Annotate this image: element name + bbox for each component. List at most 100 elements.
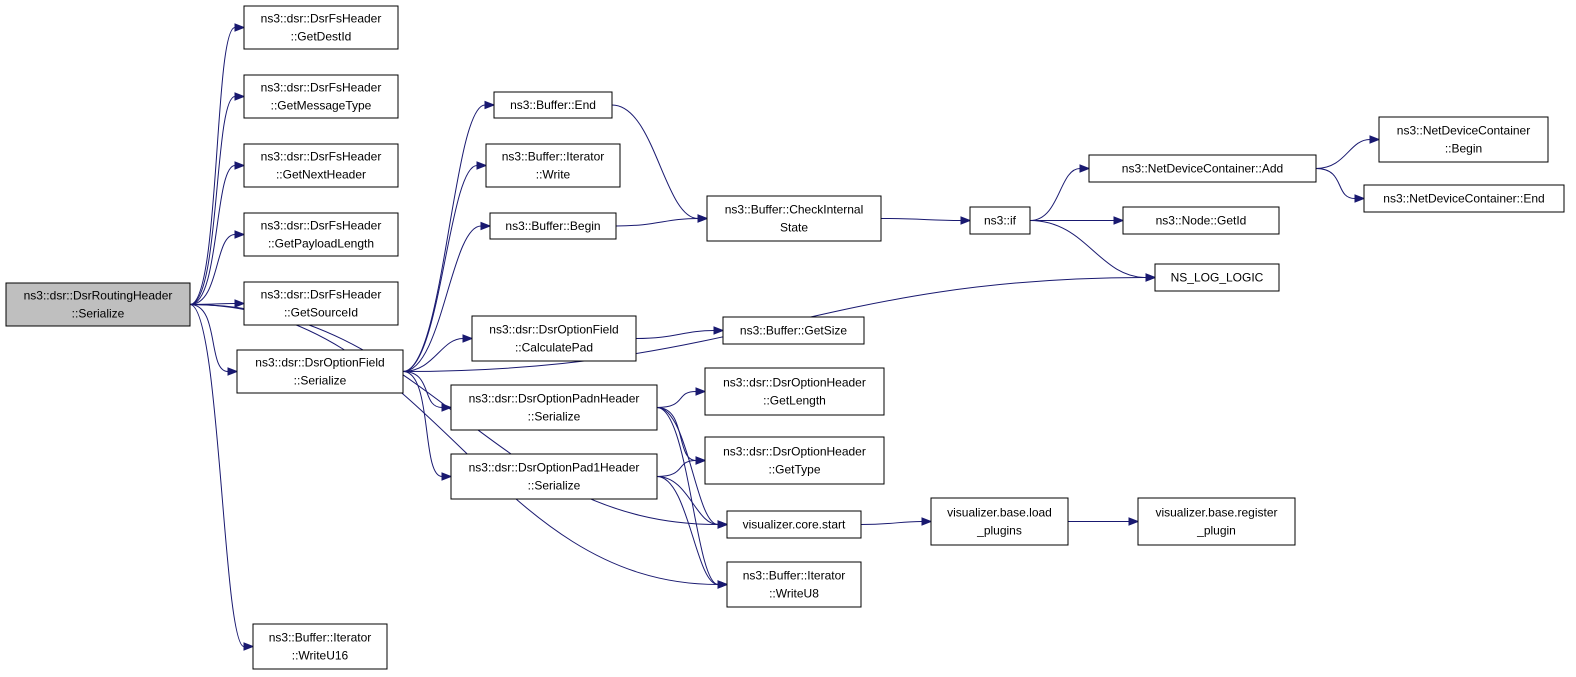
graph-node-writeu8[interactable]: ns3::Buffer::Iterator::WriteU8 [726, 561, 862, 608]
graph-node-root[interactable]: ns3::dsr::DsrRoutingHeader::Serialize [5, 282, 191, 327]
node-box [930, 497, 1069, 546]
node-box [1122, 206, 1280, 235]
arrowhead [480, 221, 492, 231]
node-label-line: ::Write [536, 168, 571, 182]
graph-node-getmessagetype[interactable]: ns3::dsr::DsrFsHeader::GetMessageType [243, 74, 399, 119]
node-label-line: ns3::Buffer::Iterator [269, 631, 372, 645]
graph-node-getlength[interactable]: ns3::dsr::DsrOptionHeader::GetLength [704, 367, 885, 416]
graph-node-log-logic[interactable]: NS_LOG_LOGIC [1154, 263, 1280, 292]
graph-node-pad1-serialize[interactable]: ns3::dsr::DsrOptionPad1Header::Serialize [450, 453, 658, 500]
node-box [1378, 116, 1549, 163]
edge-line [189, 304, 245, 647]
arrowhead [462, 334, 474, 343]
edge-optionfield-serialize-to-buffer-begin [402, 221, 492, 372]
node-box [704, 367, 885, 416]
node-label-line: ::Serialize [528, 410, 581, 424]
graph-node-getpayloadlength[interactable]: ns3::dsr::DsrFsHeader::GetPayloadLength [243, 212, 399, 257]
graph-node-ns3-if[interactable]: ns3::if [969, 206, 1031, 235]
node-label-line: NS_LOG_LOGIC [1171, 271, 1264, 285]
arrowhead [697, 214, 709, 223]
node-label-line: _plugins [976, 524, 1022, 538]
node-box [243, 281, 399, 326]
node-label-line: ns3::dsr::DsrOptionPadnHeader [469, 392, 640, 406]
node-box [726, 561, 862, 608]
node-label-line: ns3::dsr::DsrOptionField [489, 323, 618, 337]
graph-node-ndc-begin[interactable]: ns3::NetDeviceContainer::Begin [1378, 116, 1549, 163]
node-label-line: ns3::dsr::DsrFsHeader [261, 81, 382, 95]
node-label-line: ns3::Buffer::CheckInternal [725, 203, 864, 217]
graph-node-getsize[interactable]: ns3::Buffer::GetSize [722, 316, 865, 345]
node-label-line: ::CalculatePad [515, 341, 593, 355]
edge-core-start-to-load-plugins [860, 517, 933, 526]
node-box [243, 212, 399, 257]
node-label-line: ns3::dsr::DsrOptionField [255, 356, 384, 370]
graph-node-getdestid[interactable]: ns3::dsr::DsrFsHeader::GetDestId [243, 5, 399, 50]
arrowhead [1369, 135, 1381, 144]
node-label-line: ::GetNextHeader [276, 168, 366, 182]
node-box [450, 384, 658, 431]
edge-line [189, 27, 236, 305]
node-box [493, 91, 613, 119]
edge-load-plugins-to-register-plugin [1068, 517, 1140, 526]
node-box [5, 282, 191, 327]
node-label-line: ns3::dsr::DsrFsHeader [261, 288, 382, 302]
graph-node-buffer-end[interactable]: ns3::Buffer::End [493, 91, 613, 119]
graph-node-ndc-add[interactable]: ns3::NetDeviceContainer::Add [1088, 154, 1317, 183]
edge-checkinternalstate-to-ns3-if [880, 216, 972, 225]
graph-node-gettype[interactable]: ns3::dsr::DsrOptionHeader::GetType [704, 436, 885, 485]
node-box [471, 315, 637, 362]
arrowhead [234, 23, 246, 32]
graph-node-ndc-end[interactable]: ns3::NetDeviceContainer::End [1363, 184, 1565, 213]
graph-node-calculatepad[interactable]: ns3::dsr::DsrOptionField::CalculatePad [471, 315, 637, 362]
arrowhead [441, 472, 453, 481]
graph-node-optionfield-serialize[interactable]: ns3::dsr::DsrOptionField::Serialize [236, 349, 404, 394]
edge-ndc-add-to-ndc-begin [1315, 135, 1381, 169]
node-label-line: ns3::dsr::DsrOptionPad1Header [469, 461, 640, 475]
edge-root-to-getdestid [189, 23, 246, 305]
node-box [706, 195, 882, 242]
edge-line [402, 371, 443, 408]
edge-line [402, 371, 443, 477]
edge-optionfield-serialize-to-pad1-serialize [402, 371, 453, 481]
arrowhead [1079, 164, 1091, 173]
node-layer: ns3::dsr::DsrRoutingHeader::Serializens3… [5, 5, 1565, 670]
arrowhead [717, 520, 729, 529]
node-box [704, 436, 885, 485]
node-label-line: ns3::dsr::DsrOptionHeader [723, 376, 866, 390]
node-label-line: ::Begin [1445, 142, 1482, 156]
arrowhead [227, 367, 239, 376]
arrowhead [441, 403, 453, 412]
graph-node-buffer-begin[interactable]: ns3::Buffer::Begin [489, 212, 617, 240]
arrowhead [1113, 216, 1125, 225]
edge-line [402, 165, 478, 372]
node-label-line: State [780, 221, 808, 235]
graph-node-writeu16[interactable]: ns3::Buffer::Iterator::WriteU16 [252, 623, 388, 670]
node-label-line: visualizer.core.start [743, 518, 846, 532]
graph-node-getnextheader[interactable]: ns3::dsr::DsrFsHeader::GetNextHeader [243, 143, 399, 188]
node-label-line: ns3::NetDeviceContainer::End [1383, 192, 1544, 206]
graph-node-node-getid[interactable]: ns3::Node::GetId [1122, 206, 1280, 235]
edge-line [1315, 139, 1371, 169]
node-box [485, 143, 621, 188]
node-label-line: ::GetSourceId [284, 306, 358, 320]
node-label-line: ns3::NetDeviceContainer::Add [1122, 162, 1283, 176]
arrowhead [695, 456, 707, 465]
node-box [1088, 154, 1317, 183]
graph-node-getsourceid[interactable]: ns3::dsr::DsrFsHeader::GetSourceId [243, 281, 399, 326]
node-label-line: ns3::if [984, 214, 1017, 228]
edge-line [656, 407, 719, 525]
graph-node-load-plugins[interactable]: visualizer.base.load_plugins [930, 497, 1069, 546]
node-label-line: ::GetDestId [291, 30, 352, 44]
node-label-line: ns3::Buffer::Iterator [502, 150, 605, 164]
node-box [450, 453, 658, 500]
node-label-line: ns3::dsr::DsrRoutingHeader [24, 289, 173, 303]
graph-node-core-start[interactable]: visualizer.core.start [726, 510, 862, 539]
graph-node-padn-serialize[interactable]: ns3::dsr::DsrOptionPadnHeader::Serialize [450, 384, 658, 431]
graph-node-iterator-write[interactable]: ns3::Buffer::Iterator::Write [485, 143, 621, 188]
graph-node-register-plugin[interactable]: visualizer.base.register_plugin [1137, 497, 1296, 546]
edge-pad1-serialize-to-writeu8 [656, 476, 729, 589]
edge-calculatepad-to-getsize [635, 326, 725, 339]
edge-pad1-serialize-to-gettype [656, 456, 707, 477]
arrowhead [484, 100, 496, 110]
